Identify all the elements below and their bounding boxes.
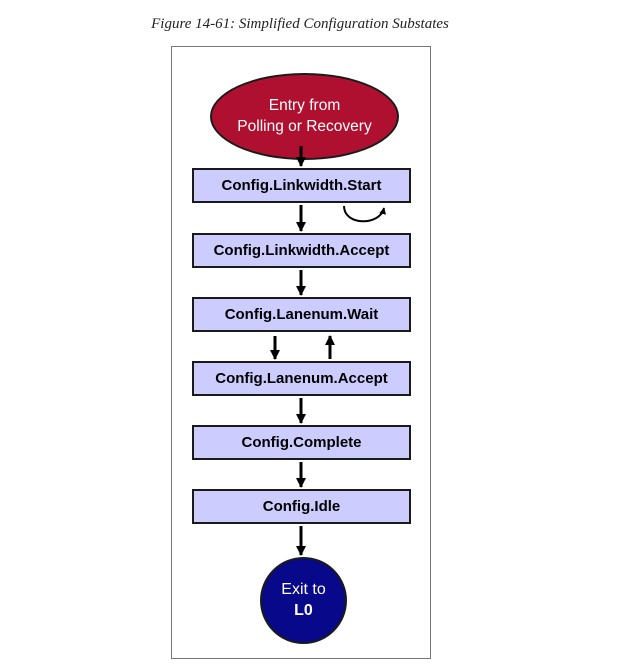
- entry-node: Entry from Polling or Recovery: [210, 73, 399, 160]
- exit-label-line1: Exit to: [281, 580, 326, 598]
- exit-label-line2: L0: [294, 601, 313, 619]
- state-complete: Config.Complete: [192, 425, 411, 460]
- state-lanenum-accept: Config.Lanenum.Accept: [192, 361, 411, 396]
- self-loop-linkwidth-start: [343, 205, 386, 223]
- exit-node: Exit to L0: [260, 557, 347, 644]
- state-linkwidth-start: Config.Linkwidth.Start: [192, 168, 411, 203]
- state-idle: Config.Idle: [192, 489, 411, 524]
- entry-label-line2: Polling or Recovery: [237, 117, 372, 135]
- entry-label-line1: Entry from: [268, 96, 341, 114]
- state-lanenum-wait: Config.Lanenum.Wait: [192, 297, 411, 332]
- diagram-frame: [171, 46, 431, 659]
- state-linkwidth-accept: Config.Linkwidth.Accept: [192, 233, 411, 268]
- figure-caption: Figure 14-61: Simplified Configuration S…: [151, 16, 449, 32]
